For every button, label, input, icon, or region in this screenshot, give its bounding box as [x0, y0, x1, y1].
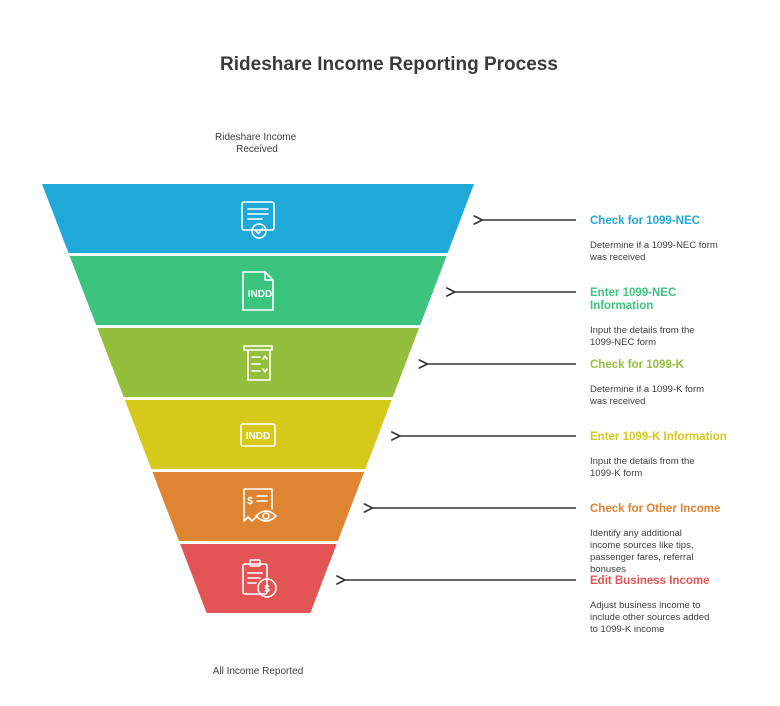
top-label: Rideshare Income Received	[215, 132, 299, 155]
document-check-icon	[241, 201, 275, 239]
funnel-layer-3	[97, 328, 420, 397]
step-title-3: Check for 1099-K	[590, 359, 685, 371]
funnel-layer-4	[124, 400, 392, 469]
svg-text:$: $	[247, 496, 253, 507]
icon-text-indd: INDD	[248, 289, 272, 300]
bottom-label: All Income Reported	[213, 666, 304, 677]
svg-text:$: $	[264, 584, 270, 595]
checklist-scroll-icon	[243, 345, 273, 381]
receipt-eye-icon: $	[243, 488, 277, 522]
indd-box-icon: INDD	[240, 423, 276, 447]
indd-file-icon: INDD	[242, 271, 274, 311]
step-title-6: Edit Business Income	[590, 575, 710, 587]
step-title-5: Check for Other Income	[590, 503, 720, 515]
clipboard-dollar-icon: $	[242, 559, 277, 598]
diagram-title: Rideshare Income Reporting Process	[220, 54, 558, 75]
step-title-1: Check for 1099-NEC	[590, 215, 700, 227]
funnel-layer-2	[69, 256, 447, 325]
funnel-layer-5	[152, 472, 365, 541]
icon-text-indd: INDD	[246, 431, 270, 442]
step-title-4: Enter 1099-K Information	[590, 431, 727, 443]
